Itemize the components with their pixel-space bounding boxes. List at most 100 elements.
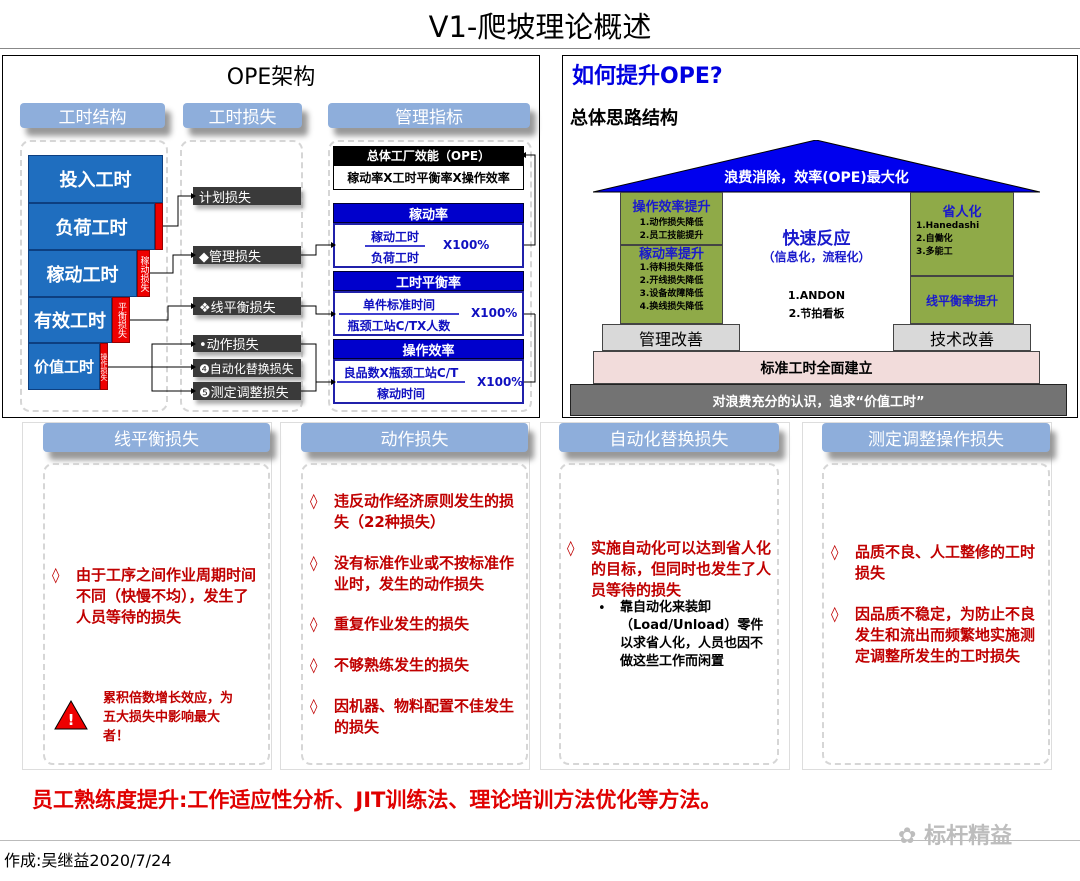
watermark: ✿ 标杆精益 [898, 818, 1012, 850]
base-management: 管理改善 [602, 324, 740, 351]
pillar-item: 1.动作损失降低 [639, 218, 704, 228]
diamond-bullet-icon: ◊ [310, 554, 318, 572]
operating-loss-bar: 稼动损失 [137, 250, 150, 297]
footer-author: 作成:吴继益2020/7/24 [4, 851, 172, 870]
pillar-item: 1.待料损失降低 [639, 263, 704, 273]
pillar-item: 2.自働化 [916, 234, 953, 244]
header-work-structure: 工时结构 [20, 103, 165, 128]
card-title: 自动化替换损失 [559, 423, 779, 452]
center-subtitle: （信息化，流程化） [762, 249, 871, 264]
card-line-balance [22, 422, 272, 770]
connector-arrows [108, 152, 536, 394]
house-panel [562, 55, 1078, 418]
operation-loss-bar: 操作损失 [100, 343, 108, 390]
card-item-text: 因品质不稳定，为防止不良发生和流出而频繁地实施测定调整所发生的工时损失 [855, 605, 1036, 665]
metric-numerator: 单件标准时间 [339, 296, 459, 315]
divider [0, 48, 1080, 49]
ope-formula: 稼动率X工时平衡率X操作效率 [333, 165, 524, 190]
metric-title: 操作效率 [333, 339, 524, 359]
metric-denominator: 稼动时间 [376, 387, 425, 401]
pillar-item: 2.员工技能提升 [639, 231, 704, 241]
diamond-bullet-icon: ◊ [310, 697, 318, 715]
pillar-item: 1.Hanedashi [916, 221, 980, 231]
roof-label: 浪费消除，效率(OPE)最大化 [724, 170, 909, 186]
card-item: ◊重复作业发生的损失 [310, 614, 524, 635]
diamond-bullet-icon: ◊ [831, 605, 839, 623]
plan-loss-bar [155, 203, 163, 250]
card-item-text: 不够熟练发生的损失 [334, 656, 470, 674]
ope-panel [2, 55, 540, 418]
metric-multiplier: X100% [471, 306, 518, 320]
block-effective-hours: 有效工时 [28, 297, 112, 343]
structure-area [20, 140, 168, 412]
card-item-text: 由于工序之间作业周期时间不同（快慢不均），发生了人员等待的损失 [76, 566, 257, 626]
card-item-text: 因机器、物料配置不佳发生的损失 [334, 697, 515, 736]
metric-numerator: 良品数X瓶颈工站C/T [337, 364, 465, 383]
card-item: ◊ 由于工序之间作业周期时间不同（快慢不均），发生了人员等待的损失 [52, 565, 262, 628]
card-body [559, 463, 779, 765]
pillar-title: 省人化 [942, 205, 982, 220]
warning-icon: ! [54, 700, 88, 730]
pillar-operating-rate: 稼动率提升 1.待料损失降低 2.开线损失降低 3.设备故障降低 4.换线损失降… [620, 245, 723, 324]
diamond-bullet-icon: ◊ [831, 543, 839, 561]
house-title: 如何提升OPE? [572, 64, 723, 89]
pillar-item: 2.开线损失降低 [639, 276, 704, 286]
watermark-text: 标杆精益 [924, 824, 1013, 849]
card-title: 测定调整操作损失 [822, 423, 1050, 452]
card-item-text: 实施自动化可以达到省人化的目标，但同时也发生了人员等待的损失 [591, 539, 772, 599]
sub-bullet-icon: • [598, 601, 606, 616]
diamond-bullet-icon: ◊ [567, 539, 575, 557]
metric-denominator: 瓶颈工站C/TX人数 [347, 319, 451, 333]
header-management-index: 管理指标 [328, 103, 530, 128]
card-item-text: 违反动作经济原则发生的损失（22种损失） [334, 492, 515, 531]
ope-header: 总体工厂效能（OPE） [333, 146, 524, 165]
card-item-text: 重复作业发生的损失 [334, 615, 470, 633]
metric-multiplier: X100% [477, 375, 524, 389]
index-area [328, 140, 532, 412]
card-item-text: 品质不良、人工整修的工时损失 [855, 543, 1036, 582]
card-automation [540, 422, 790, 770]
metric-numerator: 稼动工时 [365, 228, 425, 247]
card-subitem: 靠自动化来装卸（Load/Unload）零件以求省人化，人员也因不做这些工作而闲… [620, 600, 764, 669]
card-item: ◊不够熟练发生的损失 [310, 655, 524, 676]
pillar-item: 3.设备故障降低 [639, 289, 704, 299]
loss-automation: ❹自动化替换损失 [193, 359, 301, 377]
ope-title: OPE架构 [226, 65, 316, 90]
metric-body: 稼动工时 负荷工时 X100% [333, 223, 524, 268]
block-load-hours: 负荷工时 [28, 203, 155, 250]
pillar-line-balance: 线平衡率提升 [910, 276, 1014, 324]
card-item: ◊ 没有标准作业或不按标准作业时，发生的动作损失 [310, 553, 524, 595]
card-item: ◊ 品质不良、人工整修的工时损失 [831, 542, 1045, 584]
card-item: ◊ 因品质不稳定，为防止不良发生和流出而频繁地实施测定调整所发生的工时损失 [831, 604, 1045, 667]
wechat-icon: ✿ [898, 824, 925, 849]
loss-line-balance: ❖线平衡损失 [193, 297, 301, 316]
diamond-bullet-icon: ◊ [310, 492, 318, 510]
pillar-operation-efficiency: 操作效率提升 1.动作损失降低 2.员工技能提升 [620, 192, 723, 245]
conclusion: 员工熟练度提升:工作适应性分析、JIT训练法、理论培训方法优化等方法。 [32, 788, 722, 812]
loss-motion: •动作损失 [193, 335, 301, 353]
loss-area [180, 140, 303, 412]
card-item-text: 没有标准作业或不按标准作业时，发生的动作损失 [334, 554, 515, 593]
center-item: 1.ANDON [787, 289, 846, 302]
card-measurement [802, 422, 1052, 770]
center-item: 2.节拍看板 [788, 307, 845, 320]
block-operating-hours: 稼动工时 [28, 250, 137, 297]
metric-body: 单件标准时间 瓶颈工站C/TX人数 X100% [333, 291, 524, 336]
card-body [43, 463, 270, 765]
card-item: ◊ 实施自动化可以达到省人化的目标，但同时也发生了人员等待的损失 [567, 538, 781, 601]
metric-title: 工时平衡率 [333, 271, 524, 291]
metric-title: 稼动率 [333, 203, 524, 223]
card-title: 动作损失 [301, 423, 528, 452]
roof-shape [593, 140, 1040, 193]
card-motion [280, 422, 530, 770]
loss-measurement: ❺测定调整损失 [193, 382, 301, 401]
diamond-bullet-icon: ◊ [52, 566, 60, 584]
pillar-title: 操作效率提升 [632, 200, 711, 215]
page-title: V1-爬坡理论概述 [428, 10, 652, 44]
loss-management: ◆管理损失 [193, 246, 301, 265]
block-value-hours: 价值工时 [28, 343, 100, 390]
foundation: 标准工时全面建立 [593, 351, 1040, 384]
card-item: ◊ 因机器、物料配置不佳发生的损失 [310, 696, 524, 738]
balance-loss-bar: 平衡损失 [112, 297, 130, 343]
center-title: 快速反应 [782, 228, 851, 249]
